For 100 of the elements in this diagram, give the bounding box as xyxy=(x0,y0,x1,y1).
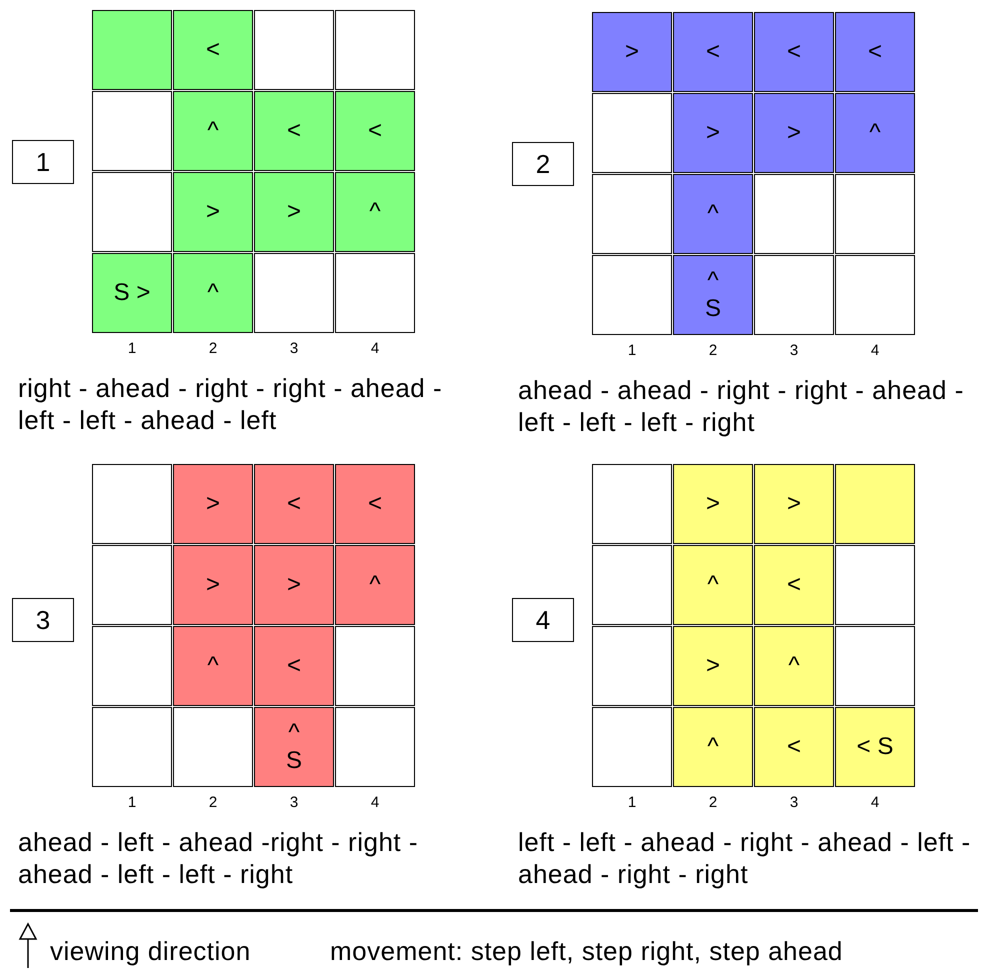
grid-cell xyxy=(673,464,753,544)
grid-cell xyxy=(92,707,172,787)
move-sequence: ahead - left - ahead -right - right - ahead - left - left - right xyxy=(18,826,420,890)
cell-mark: > xyxy=(786,119,801,147)
cell-mark: S xyxy=(704,295,721,323)
grid-cell xyxy=(835,174,915,254)
grid-cell xyxy=(335,172,415,252)
grid-cell xyxy=(592,12,672,92)
cell-mark: < S xyxy=(856,733,894,761)
grid-cell xyxy=(592,174,672,254)
grid-cell xyxy=(92,10,172,90)
grid-cell xyxy=(673,545,753,625)
column-number: 1 xyxy=(626,342,638,359)
column-number: 1 xyxy=(126,340,138,357)
grid-cell xyxy=(254,91,334,171)
cell-mark: < xyxy=(206,36,220,64)
grid-cell xyxy=(673,12,753,92)
cell-mark: ^ xyxy=(207,652,219,680)
cell-mark: < xyxy=(868,38,882,66)
column-number: 4 xyxy=(870,794,880,811)
cell-mark: > xyxy=(706,119,720,147)
column-number: 3 xyxy=(288,340,300,357)
column-number: 2 xyxy=(708,342,718,359)
grid-cell xyxy=(754,255,834,335)
grid-cell xyxy=(673,93,753,173)
grid-cell xyxy=(254,253,334,333)
cell-mark: > xyxy=(206,571,220,599)
grid-cell xyxy=(754,12,834,92)
grid-cell xyxy=(592,464,672,544)
grid-cell xyxy=(673,626,753,706)
grid-cell xyxy=(92,545,172,625)
panel-number: 1 xyxy=(36,146,50,178)
cell-mark: S xyxy=(286,747,302,775)
cell-mark: < xyxy=(786,38,801,66)
cell-mark: ^ xyxy=(707,267,719,295)
cell-mark: > xyxy=(286,571,301,599)
grid-cell xyxy=(173,172,253,252)
grid-cell xyxy=(754,545,834,625)
column-number: 3 xyxy=(288,794,300,811)
cell-mark: > xyxy=(706,652,720,680)
cell-mark: ^ xyxy=(369,571,381,599)
column-number: 2 xyxy=(208,794,218,811)
panel-number-box xyxy=(512,142,574,186)
grid-cell xyxy=(173,707,253,787)
move-sequence: ahead - ahead - right - right - ahead - left - left - left - right xyxy=(518,374,965,438)
grid-cell xyxy=(254,545,334,625)
cell-mark: ^ xyxy=(707,200,719,228)
grid-cell xyxy=(173,91,253,171)
grid-cell xyxy=(92,172,172,252)
cell-mark: < xyxy=(286,652,301,680)
cell-mark: < xyxy=(286,490,301,518)
cell-mark: S > xyxy=(114,279,150,307)
cell-mark: < xyxy=(368,490,382,518)
grid-cell xyxy=(835,545,915,625)
grid-cell xyxy=(835,93,915,173)
panel-number-box xyxy=(12,598,74,642)
grid-cell xyxy=(173,10,253,90)
grid-cell xyxy=(173,626,253,706)
cell-mark: > xyxy=(206,198,220,226)
cell-mark: > xyxy=(706,490,720,518)
column-number: 1 xyxy=(126,794,138,811)
grid-cell xyxy=(254,172,334,252)
column-number: 1 xyxy=(626,794,638,811)
cell-mark: ^ xyxy=(369,198,381,226)
grid-cell xyxy=(835,12,915,92)
grid-cell xyxy=(254,10,334,90)
grid-cell xyxy=(173,253,253,333)
cell-mark: > xyxy=(624,38,639,66)
grid-cell xyxy=(335,545,415,625)
grid-cell xyxy=(254,707,334,787)
column-number: 4 xyxy=(370,794,380,811)
grid-cell xyxy=(173,464,253,544)
viewing-direction-text: viewing direction xyxy=(50,935,251,967)
cell-mark: ^ xyxy=(207,279,219,307)
column-number: 2 xyxy=(708,794,718,811)
cell-mark: ^ xyxy=(207,117,219,145)
grid-cell xyxy=(335,91,415,171)
cell-mark: ^ xyxy=(707,733,719,761)
grid-cell xyxy=(592,626,672,706)
grid-cell xyxy=(92,464,172,544)
grid-cell xyxy=(835,626,915,706)
grid-cell xyxy=(673,174,753,254)
cell-mark: < xyxy=(706,38,720,66)
column-number: 2 xyxy=(208,340,218,357)
cell-mark: < xyxy=(786,733,801,761)
panel-number-box xyxy=(12,140,74,184)
grid-cell xyxy=(673,255,753,335)
grid-cell xyxy=(754,464,834,544)
movement-note: movement: step left, step right, step ahead xyxy=(330,935,843,967)
grid-cell xyxy=(835,255,915,335)
grid-cell xyxy=(335,707,415,787)
cell-mark: > xyxy=(286,198,301,226)
grid-cell xyxy=(254,464,334,544)
cell-mark: ^ xyxy=(707,571,719,599)
panel-number: 4 xyxy=(536,604,550,636)
move-sequence: right - ahead - right - right - ahead - left - left - ahead - left xyxy=(18,372,444,436)
grid-cell xyxy=(754,93,834,173)
cell-mark: < xyxy=(786,571,801,599)
grid-cell xyxy=(754,707,834,787)
grid-cell xyxy=(254,626,334,706)
